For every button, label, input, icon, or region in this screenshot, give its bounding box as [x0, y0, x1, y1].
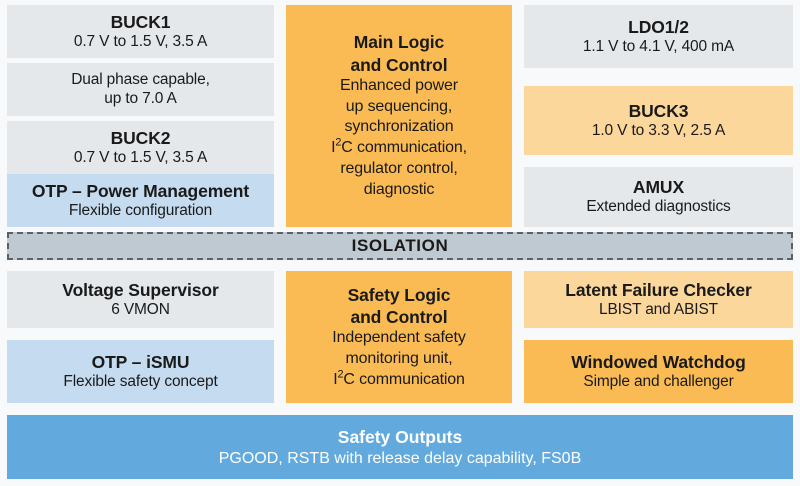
block-subtitle-line-1: Independent safety	[332, 329, 466, 347]
block-buck2: BUCK2 0.7 V to 1.5 V, 3.5 A	[7, 121, 274, 174]
block-voltage-supervisor: Voltage Supervisor 6 VMON	[7, 271, 274, 328]
superscript-two: 2	[337, 368, 344, 381]
block-subtitle: Dual phase capable, up to 7.0 A	[71, 70, 210, 107]
block-title-line-2: and Control	[350, 54, 448, 75]
block-buck1: BUCK1 0.7 V to 1.5 V, 3.5 A	[7, 5, 274, 58]
block-main-logic-and-control: Main Logic and Control Enhanced power up…	[286, 5, 512, 227]
block-subtitle-line-1: Enhanced power	[340, 76, 458, 94]
block-title: BUCK2	[110, 127, 171, 148]
block-amux: AMUX Extended diagnostics	[524, 167, 793, 227]
block-otp-ismu: OTP – iSMU Flexible safety concept	[7, 340, 274, 403]
block-title: OTP – Power Management	[31, 180, 250, 201]
block-subtitle: Flexible safety concept	[63, 372, 218, 390]
block-title: Safety Outputs	[337, 426, 463, 447]
block-subtitle: 0.7 V to 1.5 V, 3.5 A	[73, 32, 208, 50]
block-subtitle: 6 VMON	[111, 300, 170, 318]
block-subtitle: 0.7 V to 1.5 V, 3.5 A	[73, 148, 208, 166]
block-subtitle: 1.0 V to 3.3 V, 2.5 A	[591, 121, 726, 139]
block-title: OTP – iSMU	[91, 351, 190, 372]
block-title: AMUX	[632, 177, 685, 198]
block-otp-power-management: OTP – Power Management Flexible configur…	[7, 174, 274, 227]
block-safety-logic-and-control: Safety Logic and Control Independent saf…	[286, 271, 512, 403]
block-subtitle-line-5: regulator control,	[340, 160, 458, 178]
block-buck3: BUCK3 1.0 V to 3.3 V, 2.5 A	[524, 86, 793, 155]
superscript-two: 2	[335, 136, 342, 149]
block-title-line-1: Safety Logic	[347, 284, 451, 305]
block-subtitle: Simple and challenger	[583, 372, 734, 390]
block-subtitle-line-2: up sequencing,	[345, 97, 453, 115]
block-subtitle: Extended diagnostics	[586, 198, 731, 216]
block-title: LDO1/2	[628, 16, 689, 37]
block-subtitle: Flexible configuration	[68, 201, 213, 219]
block-subtitle: 1.1 V to 4.1 V, 400 mA	[582, 37, 735, 55]
block-title: Latent Failure Checker	[565, 279, 752, 300]
block-windowed-watchdog: Windowed Watchdog Simple and challenger	[524, 340, 793, 403]
block-title-line-1: Main Logic	[353, 32, 445, 53]
block-subtitle-line-3: synchronization	[344, 118, 454, 136]
block-subtitle-line-6: diagnostic	[363, 180, 435, 198]
isolation-label: ISOLATION	[351, 236, 449, 255]
block-title: Windowed Watchdog	[571, 351, 746, 372]
block-subtitle: LBIST and ABIST	[599, 300, 718, 318]
block-title: Voltage Supervisor	[62, 279, 219, 300]
block-safety-outputs: Safety Outputs PGOOD, RSTB with release …	[7, 415, 793, 479]
block-subtitle-line-3: I2C communication	[333, 368, 465, 388]
block-title: BUCK1	[110, 11, 171, 32]
isolation-bar: ISOLATION	[7, 232, 793, 260]
block-subtitle: PGOOD, RSTB with release delay capabilit…	[218, 449, 582, 467]
block-subtitle-line-2: monitoring unit,	[345, 349, 453, 367]
block-ldo1-2: LDO1/2 1.1 V to 4.1 V, 400 mA	[524, 5, 793, 68]
block-subtitle-line-4: I2C communication,	[331, 136, 467, 157]
block-title: BUCK3	[628, 100, 689, 121]
block-latent-failure-checker: Latent Failure Checker LBIST and ABIST	[524, 271, 793, 328]
block-title-line-2: and Control	[350, 306, 448, 327]
block-dual-phase: Dual phase capable, up to 7.0 A	[7, 63, 274, 116]
